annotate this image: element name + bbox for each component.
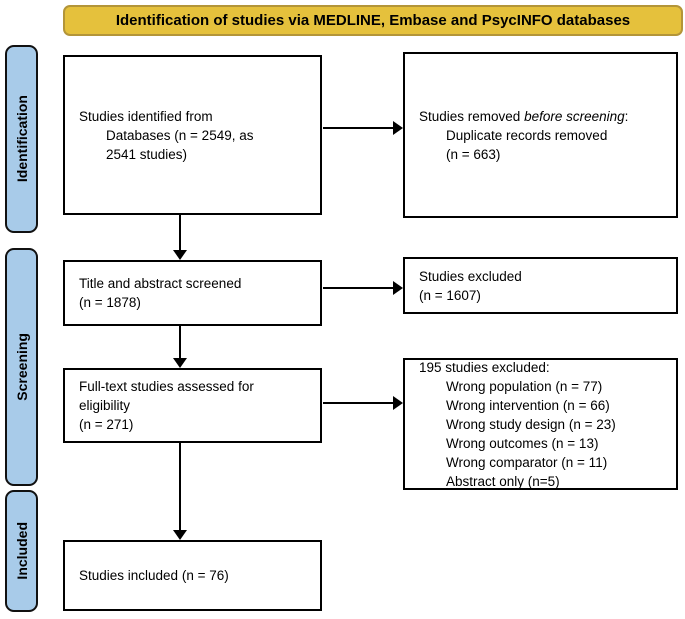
arrow-fulltext-to-included <box>173 443 187 540</box>
text-line: Wrong intervention (n = 66) <box>446 397 610 413</box>
stage-identification: Identification <box>5 45 38 233</box>
box-fulltext-assessed-text: Full-text studies assessed for eligibili… <box>65 371 320 440</box>
text-line: (n = 1607) <box>419 287 481 303</box>
text-line: Studies removed before screening: <box>419 107 670 126</box>
text-line: 2541 studies) <box>106 146 188 162</box>
arrow-screened-to-excluded <box>323 281 403 295</box>
removed-suffix: : <box>624 108 629 124</box>
text-line: Wrong study design (n = 23) <box>446 416 616 432</box>
arrow-screened-to-fulltext <box>173 326 187 368</box>
box-fulltext-assessed: Full-text studies assessed for eligibili… <box>63 368 322 443</box>
box-studies-excluded-fulltext: 195 studies excluded: Wrong population (… <box>403 358 678 490</box>
stage-identification-label: Identification <box>13 95 30 183</box>
text-line: Wrong comparator (n = 11) <box>446 454 608 470</box>
text-line: Full-text studies assessed for <box>79 379 254 394</box>
stage-screening-label: Screening <box>13 333 30 401</box>
box-studies-identified-text: Studies identified from Databases (n = 2… <box>65 101 320 170</box>
text-line: Wrong population (n = 77) <box>446 378 603 394</box>
stage-screening: Screening <box>5 248 38 486</box>
stage-included: Included <box>5 490 38 612</box>
text-line: Abstract only (n=5) <box>446 473 560 489</box>
text-line: 195 studies excluded: <box>419 359 550 375</box>
removed-emphasis: before screening <box>524 108 625 124</box>
box-studies-included-text: Studies included (n = 76) <box>65 560 320 591</box>
box-studies-included: Studies included (n = 76) <box>63 540 322 611</box>
text-line: (n = 663) <box>446 146 501 162</box>
text-line: (n = 271) <box>79 417 134 432</box>
box-studies-excluded-screening-text: Studies excluded (n = 1607) <box>405 261 676 311</box>
box-studies-excluded-fulltext-text: 195 studies excluded: Wrong population (… <box>405 352 676 497</box>
banner-title: Identification of studies via MEDLINE, E… <box>63 5 683 36</box>
arrow-identified-to-screened <box>173 215 187 260</box>
text-line: Duplicate records removed <box>446 127 608 143</box>
box-studies-excluded-screening: Studies excluded (n = 1607) <box>403 257 678 314</box>
box-title-abstract-screened-text: Title and abstract screened (n = 1878) <box>65 268 320 318</box>
box-title-abstract-screened: Title and abstract screened (n = 1878) <box>63 260 322 326</box>
arrow-fulltext-to-excluded <box>323 396 403 410</box>
text-line: Studies included (n = 76) <box>79 568 229 583</box>
box-studies-identified: Studies identified from Databases (n = 2… <box>63 55 322 215</box>
text-line: Databases (n = 2549, as <box>106 127 254 143</box>
box-studies-removed: Studies removed before screening: Duplic… <box>403 52 678 218</box>
text-line: Wrong outcomes (n = 13) <box>446 435 599 451</box>
text-line: Title and abstract screened <box>79 276 242 291</box>
text-line: Studies identified from <box>79 108 213 124</box>
stage-included-label: Included <box>13 522 30 580</box>
text-line: eligibility <box>79 398 131 413</box>
text-line: (n = 1878) <box>79 295 141 310</box>
arrow-identified-to-removed <box>323 121 403 135</box>
box-studies-removed-text: Studies removed before screening: Duplic… <box>405 101 676 170</box>
text-line: Studies excluded <box>419 268 522 284</box>
removed-prefix: Studies removed <box>419 108 525 124</box>
